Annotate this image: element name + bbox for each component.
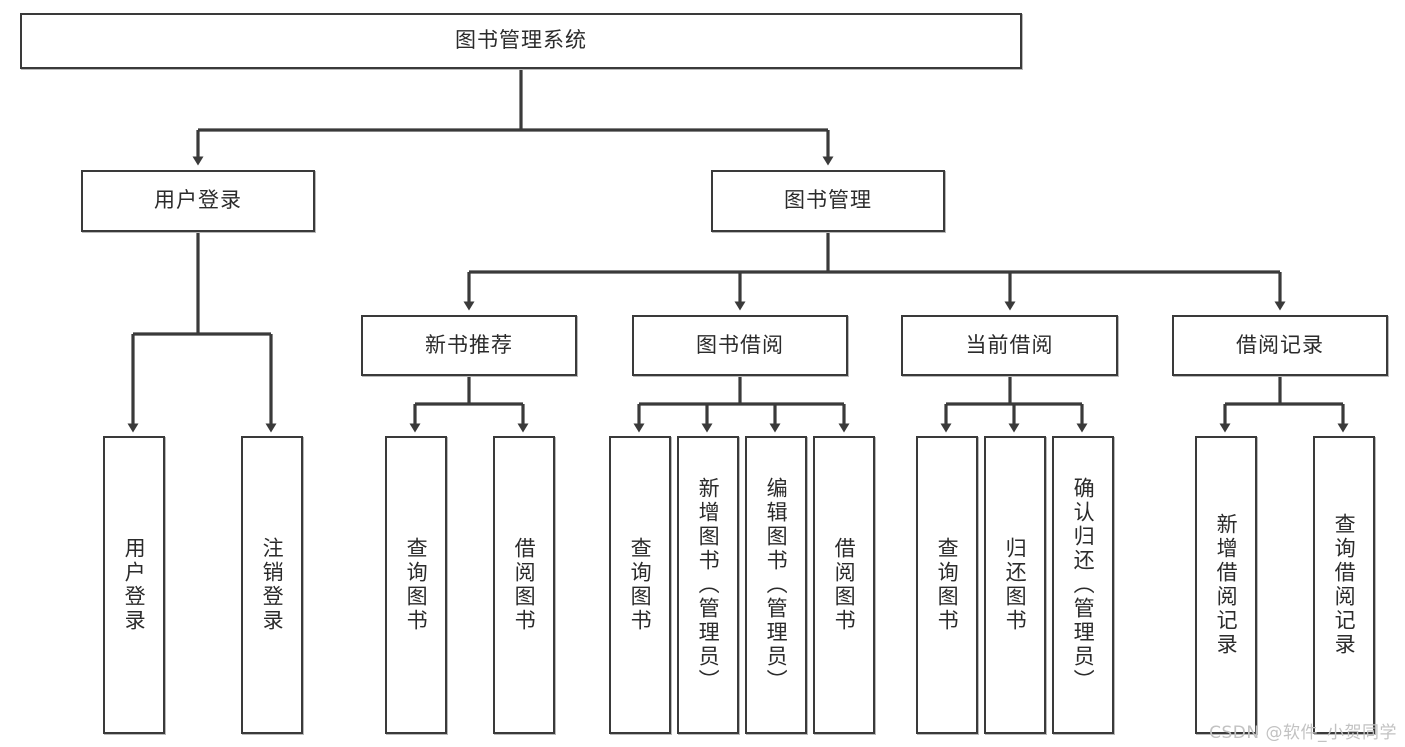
node-leaf-query-book-2[interactable]: 查询图书: [609, 436, 671, 734]
node-leaf-query-record-label: 查询借阅记录: [1332, 513, 1357, 657]
node-leaf-add-book-label: 新增图书（管理员）: [696, 477, 721, 693]
csdn-watermark: CSDN @软件_小贺同学: [1209, 723, 1397, 743]
node-leaf-return-book[interactable]: 归还图书: [984, 436, 1046, 734]
node-leaf-query-book-3-label: 查询图书: [935, 537, 960, 633]
node-leaf-add-record[interactable]: 新增借阅记录: [1195, 436, 1257, 734]
node-borrow-record-label: 借阅记录: [1236, 332, 1324, 357]
node-leaf-confirm-return[interactable]: 确认归还（管理员）: [1052, 436, 1114, 734]
node-root[interactable]: 图书管理系统: [20, 13, 1022, 69]
node-leaf-query-record[interactable]: 查询借阅记录: [1313, 436, 1375, 734]
node-leaf-return-book-label: 归还图书: [1003, 537, 1028, 633]
node-leaf-query-book-1[interactable]: 查询图书: [385, 436, 447, 734]
node-root-label: 图书管理系统: [455, 28, 587, 53]
node-leaf-add-book[interactable]: 新增图书（管理员）: [677, 436, 739, 734]
node-leaf-logout[interactable]: 注销登录: [241, 436, 303, 734]
node-leaf-user-login[interactable]: 用户登录: [103, 436, 165, 734]
node-leaf-query-book-2-label: 查询图书: [628, 537, 653, 633]
node-user-login-label: 用户登录: [154, 188, 242, 213]
node-book-manage-label: 图书管理: [784, 188, 872, 213]
node-current-borrow[interactable]: 当前借阅: [901, 315, 1118, 376]
node-leaf-borrow-book-1[interactable]: 借阅图书: [493, 436, 555, 734]
node-new-book-rec-label: 新书推荐: [425, 332, 513, 357]
node-leaf-logout-label: 注销登录: [260, 537, 285, 633]
node-book-borrow-label: 图书借阅: [696, 332, 784, 357]
node-leaf-add-record-label: 新增借阅记录: [1214, 513, 1239, 657]
node-leaf-borrow-book-1-label: 借阅图书: [512, 537, 537, 633]
node-book-borrow[interactable]: 图书借阅: [632, 315, 848, 376]
node-leaf-edit-book[interactable]: 编辑图书（管理员）: [745, 436, 807, 734]
node-new-book-rec[interactable]: 新书推荐: [361, 315, 577, 376]
node-book-manage[interactable]: 图书管理: [711, 170, 945, 232]
node-leaf-query-book-3[interactable]: 查询图书: [916, 436, 978, 734]
node-user-login[interactable]: 用户登录: [81, 170, 315, 232]
node-leaf-query-book-1-label: 查询图书: [404, 537, 429, 633]
node-borrow-record[interactable]: 借阅记录: [1172, 315, 1388, 376]
node-leaf-user-login-label: 用户登录: [122, 537, 147, 633]
node-leaf-borrow-book-2-label: 借阅图书: [832, 537, 857, 633]
node-leaf-borrow-book-2[interactable]: 借阅图书: [813, 436, 875, 734]
node-leaf-edit-book-label: 编辑图书（管理员）: [764, 477, 789, 693]
node-leaf-confirm-return-label: 确认归还（管理员）: [1071, 477, 1096, 693]
node-current-borrow-label: 当前借阅: [965, 332, 1054, 357]
